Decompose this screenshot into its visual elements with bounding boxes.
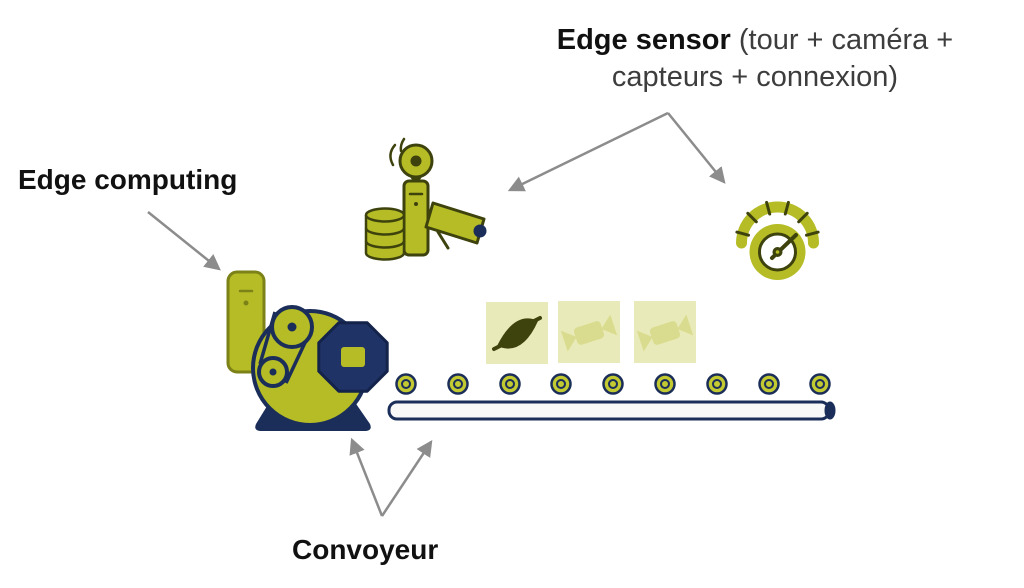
gauge-needle-hub-center: [775, 250, 780, 254]
conveyor-rollers: [395, 373, 831, 395]
gauge-arc: [736, 201, 819, 249]
database-top: [364, 207, 406, 223]
candy-tile-light-2: [634, 301, 696, 363]
candy-light-body: [573, 321, 605, 345]
edge-computing-label: Edge computing: [18, 164, 238, 195]
roller: [447, 373, 469, 395]
roller: [654, 373, 676, 395]
roller: [395, 373, 417, 395]
roller: [602, 373, 624, 395]
edge-sensor-label-rest: (tour + caméra +: [730, 24, 954, 56]
candy-light-wrap-left: [636, 330, 653, 352]
database-ribs: [364, 227, 406, 249]
arrow-convoyeur-to-belt: [380, 439, 433, 517]
candy-light-body: [649, 321, 681, 345]
conveyor-belt-icon: [387, 373, 836, 421]
edge-sensor-label-line2: capteurs + connexion): [611, 61, 899, 93]
camera-lens-icon: [473, 224, 487, 238]
candy-dark-icon: [497, 318, 538, 349]
gauge-ticks: [735, 200, 820, 237]
cctv-camera-icon: [424, 201, 486, 245]
camera-tower-icon: [364, 137, 487, 261]
edge-sensor-label: Edge sensor (tour + caméra + capteurs + …: [520, 22, 990, 96]
edge-sensor-label-bold: Edge sensor: [556, 24, 731, 56]
candy-light-wrap-left: [560, 330, 577, 352]
candy-tile-dark: [486, 302, 548, 364]
annotation-arrows: [147, 111, 726, 517]
computer-tower-power-dot: [243, 300, 249, 306]
roller: [499, 373, 521, 395]
arrow-convoyeur-to-motor: [349, 437, 384, 517]
gear-center-plate: [341, 347, 365, 367]
belt-end-cap: [824, 401, 836, 420]
pulley-small-hub: [269, 368, 277, 376]
roller: [550, 373, 572, 395]
bell-center-dot: [410, 155, 422, 167]
conveyor-motor-icon: [251, 305, 389, 431]
pulley-large-hub: [287, 322, 297, 332]
camera-mount: [436, 230, 450, 250]
belt-rail: [387, 400, 831, 421]
candy-light-wrap-right: [677, 314, 694, 336]
candy-tile-light-1: [558, 301, 620, 363]
bell-sound-waves-icon: [389, 137, 406, 167]
gauge-sensor-icon: [735, 200, 820, 280]
candy-dark-wrapper-tips: [492, 316, 542, 351]
arrow-edge-computing-to-tower: [147, 211, 221, 271]
arrow-edge-sensor-to-gauge: [667, 112, 726, 184]
roller: [758, 373, 780, 395]
tower-led-dot: [414, 202, 418, 206]
candy-light-wrap-right: [601, 314, 618, 336]
convoyeur-label: Convoyeur: [292, 534, 439, 565]
database-icon: [364, 215, 406, 261]
sensor-tower-body: [402, 179, 430, 257]
roller: [809, 373, 831, 395]
arrow-edge-sensor-to-camera: [507, 111, 669, 192]
roller: [706, 373, 728, 395]
candy-items-on-belt: [486, 301, 696, 364]
